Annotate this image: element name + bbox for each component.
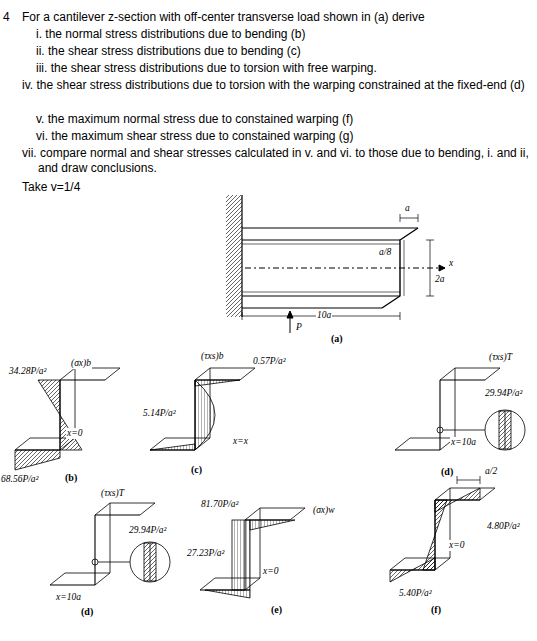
figure-label: a [404,203,411,214]
figure-caption: (a) [330,333,344,345]
problem-text: For a cantilever z-section with off-cent… [22,10,425,25]
figure-label: a/8 [378,247,392,258]
problem-text: ii. the shear stress distributions due t… [36,44,301,59]
problem-text: i. the normal stress distributions due t… [36,27,305,42]
figure-label: x=0 [262,566,279,577]
figure-label: 29.94P/a² [484,388,523,399]
figure-caption: (d) [440,466,454,478]
figure-caption: (d) [80,606,94,618]
figure-label: x=10a [55,592,82,603]
figure-label: 29.94P/a² [128,525,167,536]
figure-caption: (c) [190,464,203,476]
problem-text: vii. compare normal and shear stresses c… [22,146,533,176]
figure-label: 10a [316,310,332,321]
figure-label: 0.57P/a² [252,356,287,367]
figure-label: 81.70P/a² [200,499,239,510]
figure-caption: (b) [64,472,78,484]
figure-label: 68.56P/a² [0,474,39,485]
figure-label: a/2 [484,466,498,477]
figure-caption: (e) [270,604,283,616]
figure-caption: (f) [430,604,442,616]
figure-label: (τxs)b [200,351,224,362]
problem-text: iii. the shear stress distributions due … [36,61,377,76]
figure-label: 34.28P/a² [8,366,47,377]
figure-label: x=x [232,436,249,447]
cantilever-beam [226,195,445,333]
figure-label: x=0 [66,428,83,439]
figure-label: (τxs)T [488,352,513,363]
figure-label: x [448,258,454,269]
problem-text: 4 [3,10,10,25]
figure-label: x=0 [448,540,465,551]
problem-text: vi. the maximum shear stress due to cons… [36,129,353,144]
figure-label: 5.14P/a² [142,408,177,419]
figure-label: x=10a [450,437,477,448]
figure-label: P [295,322,303,333]
figure-label: (σx)w [312,505,336,516]
problem-text: v. the maximum normal stress due to cons… [36,112,353,127]
figure-label: (τxs)T [100,488,125,499]
problem-text: iv. the shear stress distributions due t… [22,78,533,93]
figure-label: 4.80P/a² [486,521,521,532]
figure-label: (σx)b [70,358,92,369]
figure-label: 27.23P/a² [186,548,225,559]
figure-label: 5.40P/a² [398,588,433,599]
figure-label: 2a [434,274,446,285]
problem-text: Take v=1/4 [22,180,80,195]
